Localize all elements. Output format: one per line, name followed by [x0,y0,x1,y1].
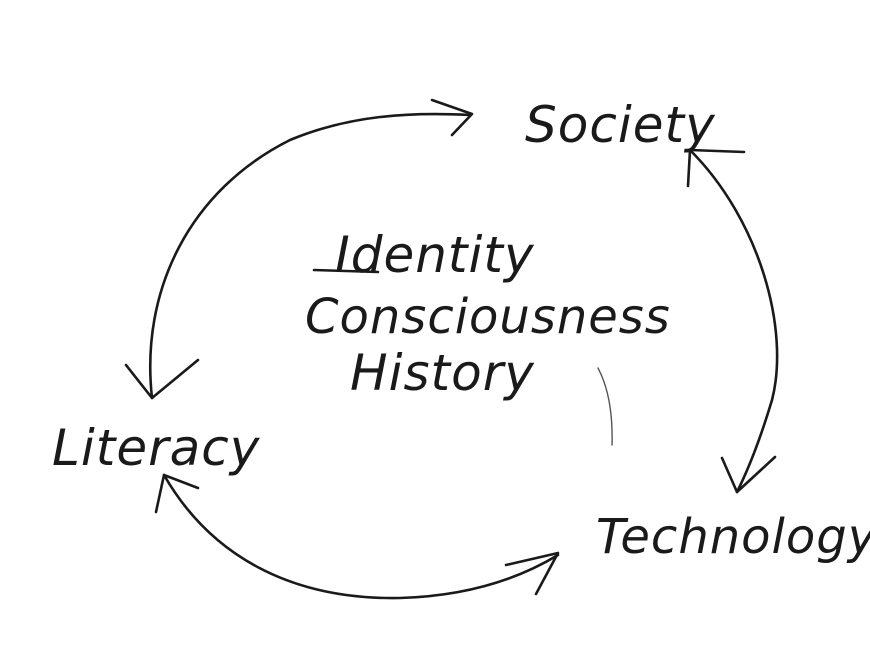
arrowhead-to-literacy-bottom [154,473,200,514]
center-consciousness: Consciousness [305,289,671,345]
arc-technology-literacy [162,473,560,600]
center-identity: Identity [335,226,535,284]
stray-pencil-mark [597,367,613,446]
node-literacy: Literacy [52,419,261,477]
arrowhead-to-technology [720,455,777,494]
identity-underline [312,268,380,274]
center-history: History [350,344,535,402]
arc-literacy-society [148,112,472,400]
arrowhead-to-society-right [686,148,746,188]
arc-society-technology [688,148,779,494]
arrowhead-to-literacy [124,358,200,400]
arrowhead-to-society [430,98,474,137]
arrowhead-to-technology-bottom [504,551,560,596]
node-technology: Technology [596,509,870,565]
node-society: Society [525,96,716,154]
